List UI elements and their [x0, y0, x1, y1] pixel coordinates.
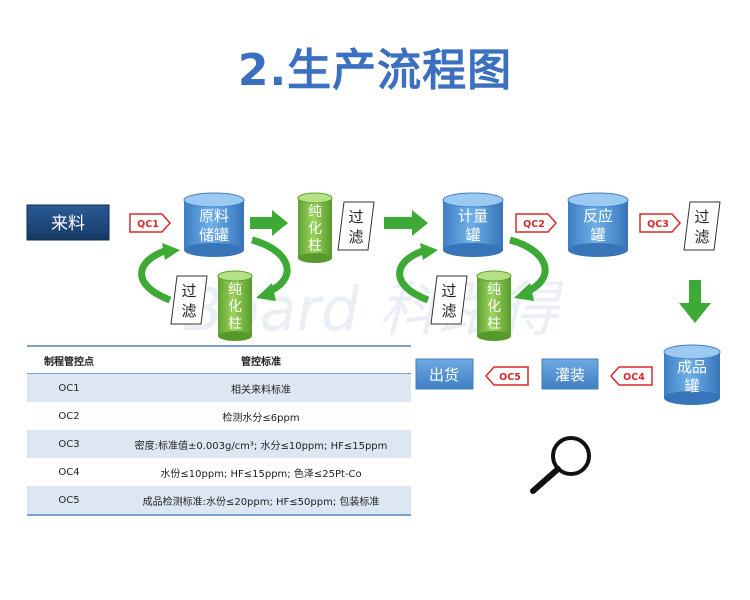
loop2-col-char-3: 柱: [487, 316, 501, 332]
qc3-label: QC3: [647, 219, 669, 230]
loop2-arrow-right: [509, 236, 549, 296]
filter-2: 过 滤: [683, 201, 721, 251]
metering-tank: 计量 罐: [442, 192, 504, 257]
magnifier-icon: [530, 436, 591, 494]
loop1-col-char-3: 柱: [228, 316, 242, 332]
oc4-tag: OC4: [609, 366, 653, 386]
loop2-filter-char-1: 过: [441, 282, 456, 300]
metering-tank-label-2: 罐: [465, 226, 480, 244]
table-row: OC3 密度:标准值±0.003g/cm³; 水分≤10ppm; HF≤15pp…: [27, 430, 411, 458]
qc2-label: QC2: [523, 219, 545, 230]
control-points-table: 制程管控点 管控标准 OC1 相关来料标准 OC2 检测水分≤6ppm OC3 …: [27, 345, 411, 516]
table-header-row: 制程管控点 管控标准: [27, 345, 411, 374]
loop2-arrow-left: [396, 246, 430, 304]
filter1-char-1: 过: [348, 208, 363, 226]
table-cell-point: OC5: [27, 486, 111, 516]
loop2-purification-column: 纯 化 柱: [476, 270, 512, 341]
loop2-arrowhead-left: [420, 243, 438, 260]
loop1-col-char-1: 纯: [228, 282, 242, 298]
table-row: OC2 检测水分≤6ppm: [27, 402, 411, 430]
reactor-tank-label-1: 反应: [583, 207, 613, 225]
loop1-filter-char-2: 滤: [181, 302, 196, 320]
filling-label: 灌装: [555, 366, 585, 384]
raw-material-label: 来料: [51, 214, 85, 234]
metering-tank-label-1: 计量: [458, 207, 488, 225]
page-title: 2.生产流程图: [237, 45, 513, 96]
loop1-arrowhead-right: [256, 283, 276, 301]
table-row: OC5 成品检测标准:水份≤20ppm; HF≤50ppm; 包装标准: [27, 486, 411, 516]
qc2-tag: QC2: [515, 213, 558, 233]
product-tank-label-2: 罐: [684, 377, 699, 395]
purification-column-1: 纯 化 柱: [297, 192, 333, 263]
table-cell-standard: 相关来料标准: [111, 373, 411, 402]
raw-tank-label-1: 原料: [199, 207, 229, 225]
shipping-label: 出货: [429, 366, 459, 384]
oc4-label: OC4: [623, 372, 645, 383]
qc3-tag: QC3: [639, 213, 682, 233]
flow-arrow-1: [250, 210, 288, 236]
loop2-filter-char-2: 滤: [441, 302, 456, 320]
header-control-standard: 管控标准: [111, 345, 411, 374]
table-cell-standard: 密度:标准值±0.003g/cm³; 水分≤10ppm; HF≤15ppm: [111, 430, 411, 458]
loop2-col-char-2: 化: [487, 299, 501, 315]
shipping-box: 出货: [415, 358, 474, 390]
table-cell-point: OC3: [27, 430, 111, 458]
filling-box: 灌装: [541, 358, 599, 390]
flow-arrow-down: [679, 280, 711, 323]
oc5-tag: OC5: [484, 366, 529, 386]
raw-material-box: 来料: [26, 204, 110, 241]
table-cell-standard: 检测水分≤6ppm: [222, 412, 300, 424]
qc1-label: QC1: [137, 219, 159, 230]
reactor-tank: 反应 罐: [567, 192, 629, 257]
filter1-char-2: 滤: [348, 228, 363, 246]
loop2-col-char-1: 纯: [487, 282, 501, 298]
reactor-tank-label-2: 罐: [590, 226, 605, 244]
table-cell-point: OC4: [58, 466, 80, 478]
loop1-arrowhead-left: [162, 243, 180, 260]
loop2-filter: 过 滤: [430, 275, 468, 325]
col1-char-1: 纯: [308, 204, 322, 220]
raw-tank-label-2: 储罐: [199, 226, 229, 244]
header-control-point: 制程管控点: [27, 345, 111, 374]
table-cell-standard: 成品检测标准:水份≤20ppm; HF≤50ppm; 包装标准: [111, 486, 411, 516]
product-tank-label-1: 成品: [677, 358, 707, 376]
loop2-arrowhead-right: [514, 283, 534, 301]
loop1-col-char-2: 化: [228, 299, 242, 315]
table-cell-point: OC1: [27, 373, 111, 402]
filter-1: 过 滤: [337, 201, 375, 251]
filter2-char-1: 过: [694, 208, 709, 226]
col1-char-3: 柱: [308, 238, 322, 254]
flow-arrow-2: [384, 210, 428, 236]
raw-material-tank: 原料 储罐: [183, 192, 245, 257]
col1-char-2: 化: [308, 221, 322, 237]
table-row: OC1 相关来料标准: [27, 373, 411, 402]
table-cell-standard: 水份≤10ppm; HF≤15ppm; 色泽≤25Pt-Co: [160, 468, 362, 480]
filter2-char-2: 滤: [694, 228, 709, 246]
product-tank: 成品 罐: [663, 344, 721, 405]
loop1-filter: 过 滤: [170, 275, 208, 325]
table-row: OC4 水份≤10ppm; HF≤15ppm; 色泽≤25Pt-Co: [27, 458, 411, 486]
loop1-filter-char-1: 过: [181, 282, 196, 300]
loop1-arrow-right: [251, 236, 291, 296]
table-cell-point: OC2: [58, 410, 80, 422]
oc5-label: OC5: [499, 372, 521, 383]
loop1-purification-column: 纯 化 柱: [217, 270, 253, 341]
loop1-arrow-left: [138, 246, 172, 304]
qc1-tag: QC1: [129, 213, 172, 233]
